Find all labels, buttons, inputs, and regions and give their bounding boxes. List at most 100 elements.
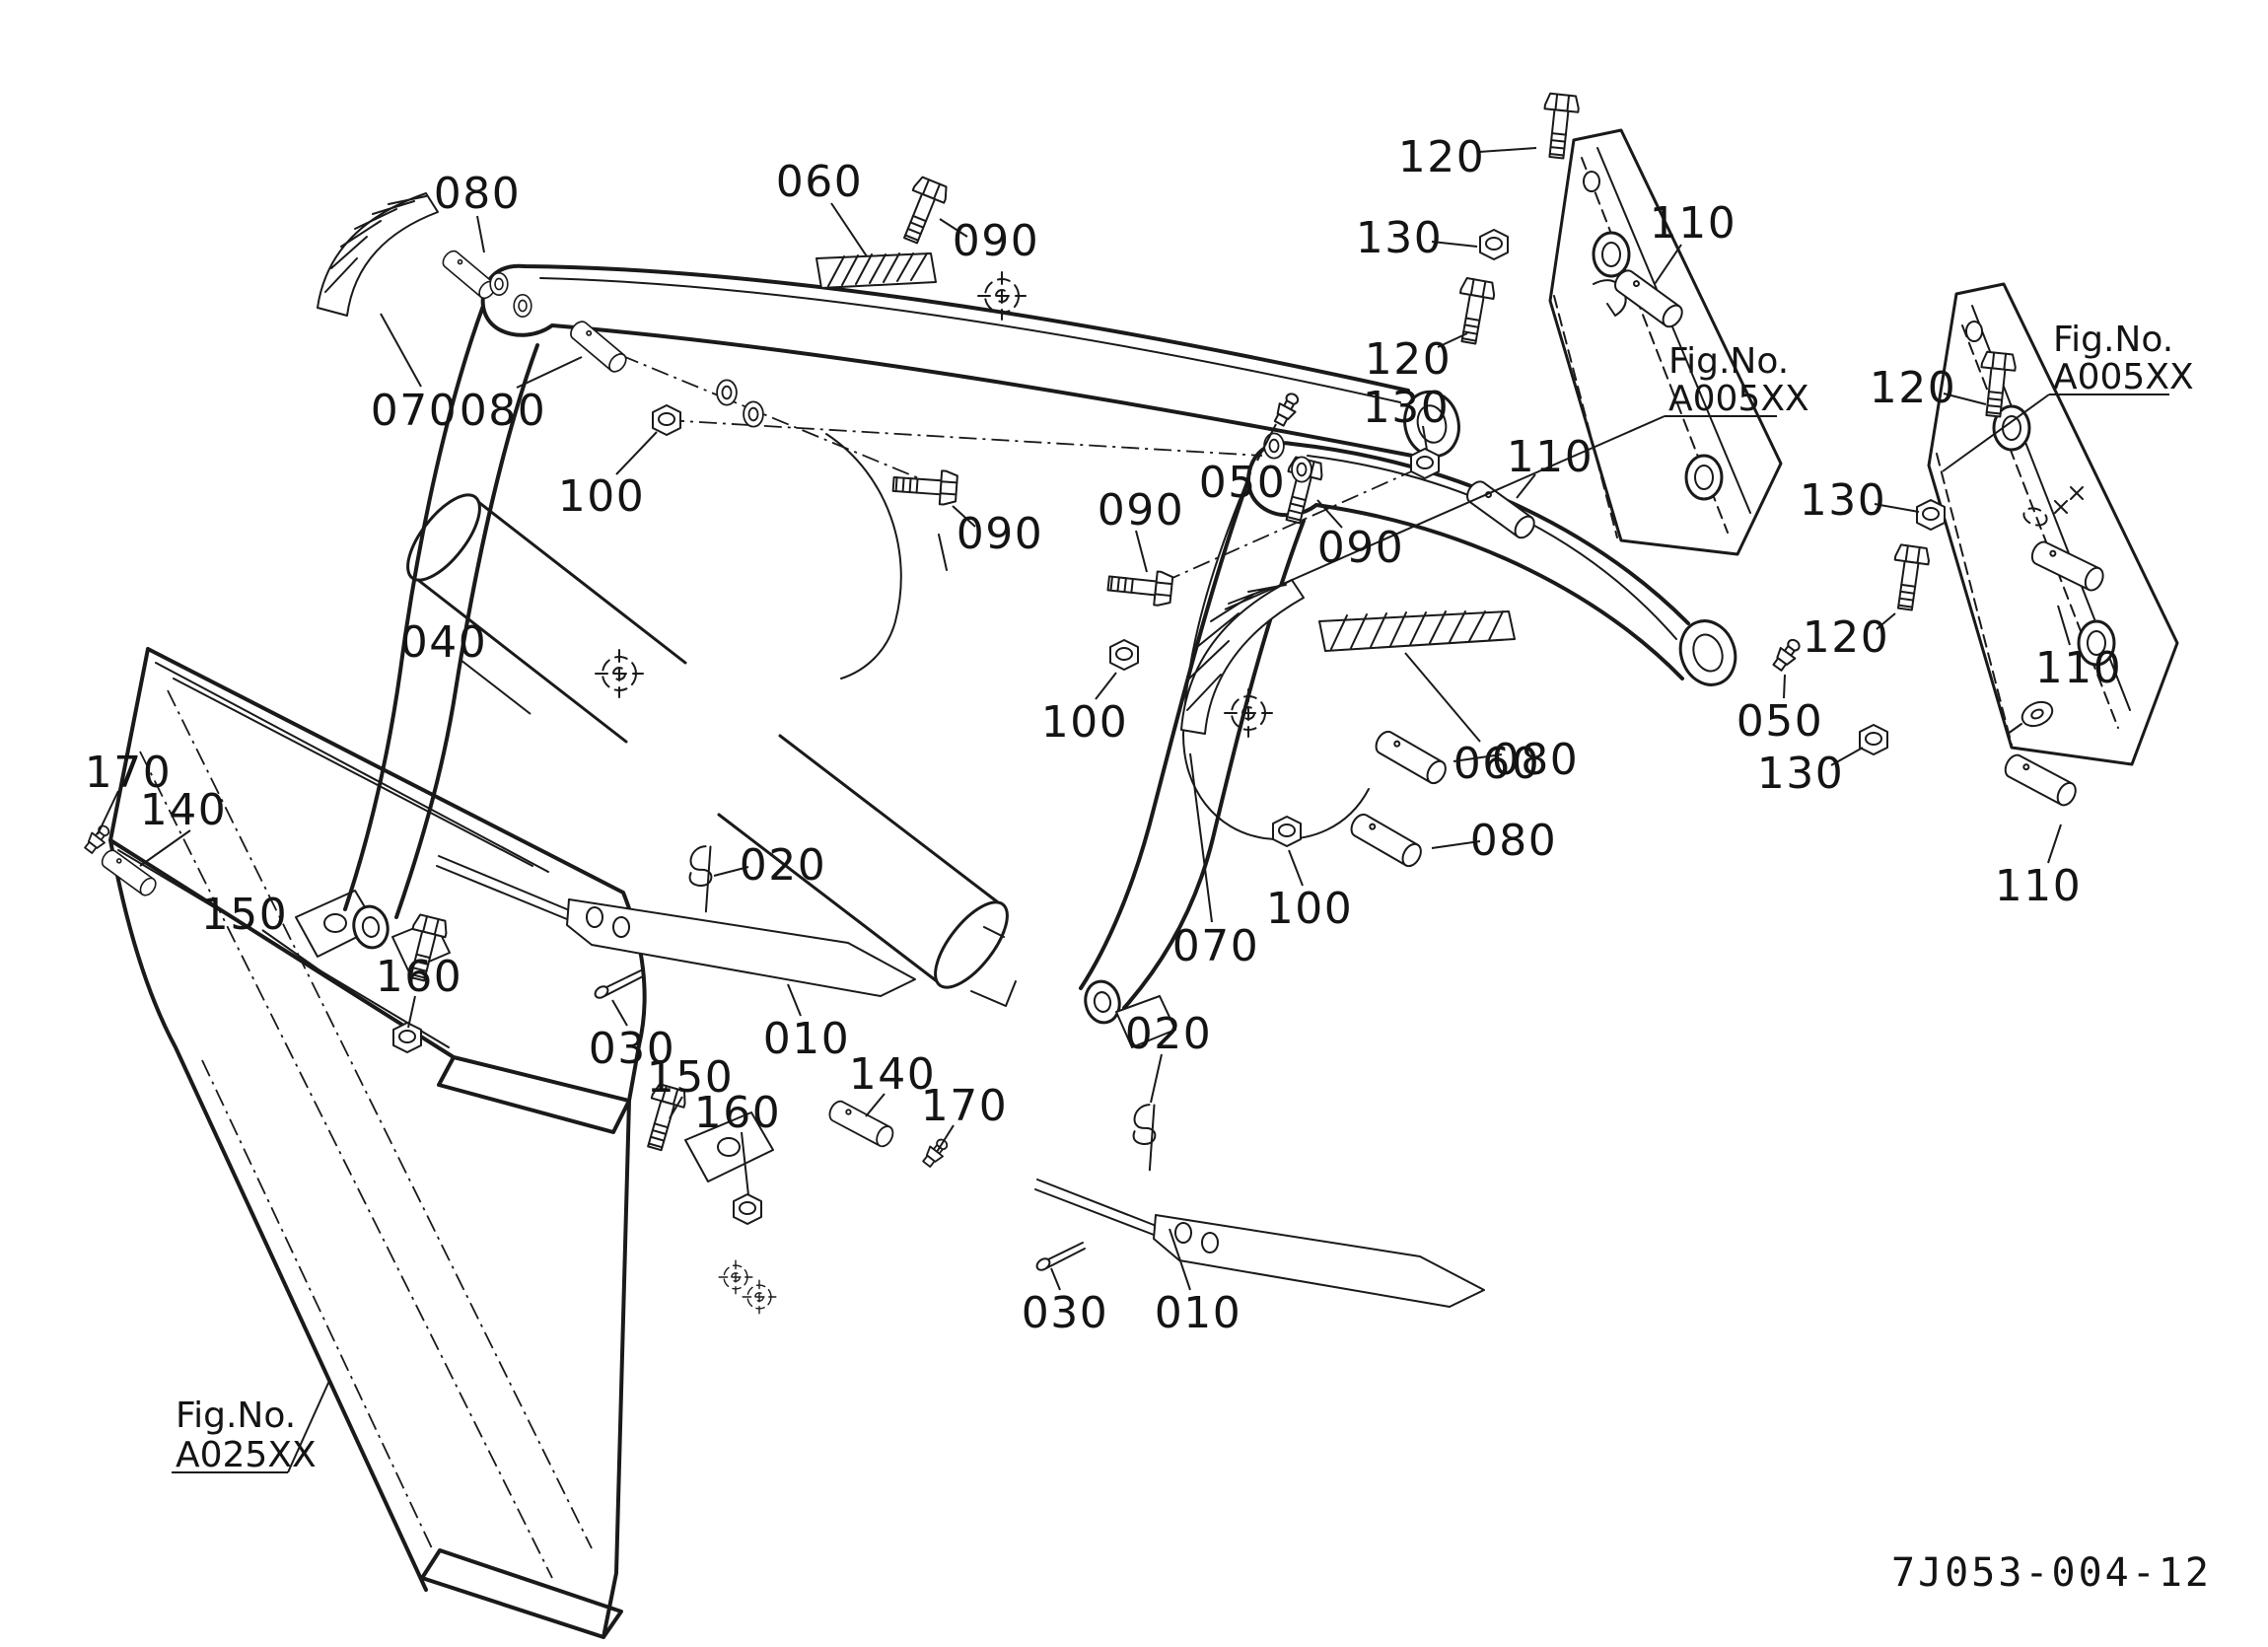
grease-fitting-icon [919, 1134, 953, 1171]
fig-ref-line2: A005XX [2053, 357, 2194, 397]
hairpin-cotter-icon [685, 844, 715, 913]
leader-line [1135, 530, 1148, 573]
part-number-label: 150 [201, 890, 288, 940]
tube-end-cap [934, 900, 1009, 989]
leader-line [407, 995, 416, 1029]
clevis-pin-icon [2001, 751, 2081, 810]
tube-edges [412, 496, 1004, 986]
washer-icon [1291, 456, 1312, 483]
part-number-label: 100 [1266, 884, 1353, 934]
indicator-left-hole [586, 906, 603, 928]
alignment-target-icon [742, 1279, 777, 1315]
hex-nut-icon [1859, 724, 1888, 755]
grease-fitting-icon [81, 821, 114, 857]
fig-ref-line1: Fig.No. [2053, 320, 2173, 360]
clevis-pin-icon [566, 318, 630, 376]
tube-keeper [970, 926, 1017, 1007]
fig-ref-a025xx-bucket: Fig.No.A025XX [172, 1380, 330, 1475]
leader-line [516, 356, 583, 389]
part-number-label: 090 [957, 509, 1043, 559]
leader-line [1050, 1267, 1061, 1291]
hex-nut-icon [733, 1193, 762, 1225]
fig-ref-line2: A025XX [176, 1435, 317, 1475]
bucket-hidden-lines [139, 689, 593, 1579]
indicator-right-hole [1174, 1222, 1192, 1244]
leader-line [1150, 1053, 1163, 1104]
leader-line [139, 829, 191, 867]
tube-body-fill [414, 498, 1002, 984]
mount-bracket-left [1548, 128, 1783, 556]
leader-line [97, 790, 119, 835]
right-arm-front-bushing [1093, 991, 1112, 1013]
part-number-label: 130 [1356, 213, 1443, 263]
fig-ref-line1: Fig.No. [1668, 341, 1789, 382]
leader-line [1256, 423, 1277, 462]
leader-line [1422, 425, 1428, 451]
bucket-hinge-bushing [717, 1137, 741, 1157]
left-arm-detail [539, 277, 1401, 680]
leader-line [476, 215, 485, 253]
part-number-label: 020 [1125, 1009, 1212, 1059]
leader-line [2047, 824, 2062, 864]
wear-pad-flat-right-hatch [1330, 610, 1504, 650]
part-number-label: 170 [921, 1081, 1008, 1131]
indicator-left [436, 855, 916, 997]
hex-bolt-icon [893, 175, 952, 249]
wear-pads [317, 192, 1516, 735]
left-arm-outline [343, 263, 1414, 919]
part-number-label: 130 [1757, 749, 1844, 799]
leader-line [1095, 672, 1117, 700]
right-arm-outline [1079, 441, 1690, 1010]
part-number-label: 160 [694, 1088, 781, 1138]
leader-line [460, 659, 532, 715]
clevis-pin-icon [439, 247, 499, 303]
leader-line [261, 929, 326, 975]
fig-ref-line2: A005XX [1668, 379, 1809, 419]
hex-bolt-icon [890, 465, 959, 507]
part-number-label: 140 [140, 785, 227, 835]
part-number-label: 120 [1803, 612, 1889, 663]
leader-line [787, 983, 802, 1017]
part-number-label: 060 [776, 157, 863, 207]
fasteners [81, 92, 2108, 1274]
cotter-pin-icon [1033, 1242, 1086, 1274]
leader-line [1654, 244, 1682, 285]
part-number-label: 160 [376, 952, 462, 1002]
bracket-left-bushing-hole [1601, 242, 1621, 267]
hex-nut-icon [1410, 448, 1440, 479]
leader-line [1942, 394, 2050, 472]
part-number-label: 110 [1507, 432, 1594, 482]
hex-nut-icon [1272, 816, 1302, 847]
part-number-label: 140 [849, 1049, 936, 1100]
bracket-right-washer-hole [2030, 708, 2044, 720]
grease-fitting-icon [1270, 389, 1304, 429]
hex-bolt-icon [1105, 565, 1174, 608]
indicator-right-hole [1201, 1232, 1219, 1253]
bracket-left-bushing-hole [1694, 465, 1714, 490]
part-number-label: 030 [589, 1024, 675, 1074]
part-number-label: 120 [1398, 132, 1485, 182]
hex-nut-icon [1109, 639, 1139, 671]
hex-nut-icon [1479, 229, 1509, 260]
clevis-pin-icon [1371, 727, 1451, 788]
bucket [108, 647, 774, 1639]
cotter-pin-icon [592, 969, 644, 1002]
leader-line [1224, 415, 1666, 610]
leader-line [1516, 473, 1536, 499]
leader-line [1431, 241, 1478, 248]
bracket-right-hole [1965, 321, 1983, 342]
part-number-label: 080 [434, 169, 521, 219]
part-number-label: 110 [2035, 643, 2122, 693]
part-number-label: 120 [1365, 334, 1452, 385]
wear-pad-curved-right-hatch [1186, 584, 1287, 711]
drawing-number: 7J053-004-12 [1891, 1550, 2212, 1596]
leader-line [865, 1093, 886, 1117]
part-number-label: 100 [558, 471, 645, 522]
leader-line [669, 1096, 683, 1119]
hairpin-cotter-icon [1129, 1103, 1159, 1172]
part-number-label: 130 [1800, 475, 1886, 526]
fig-ref-a005xx-left: Fig.No.A005XX [1224, 341, 1809, 610]
leader-line [713, 866, 749, 877]
